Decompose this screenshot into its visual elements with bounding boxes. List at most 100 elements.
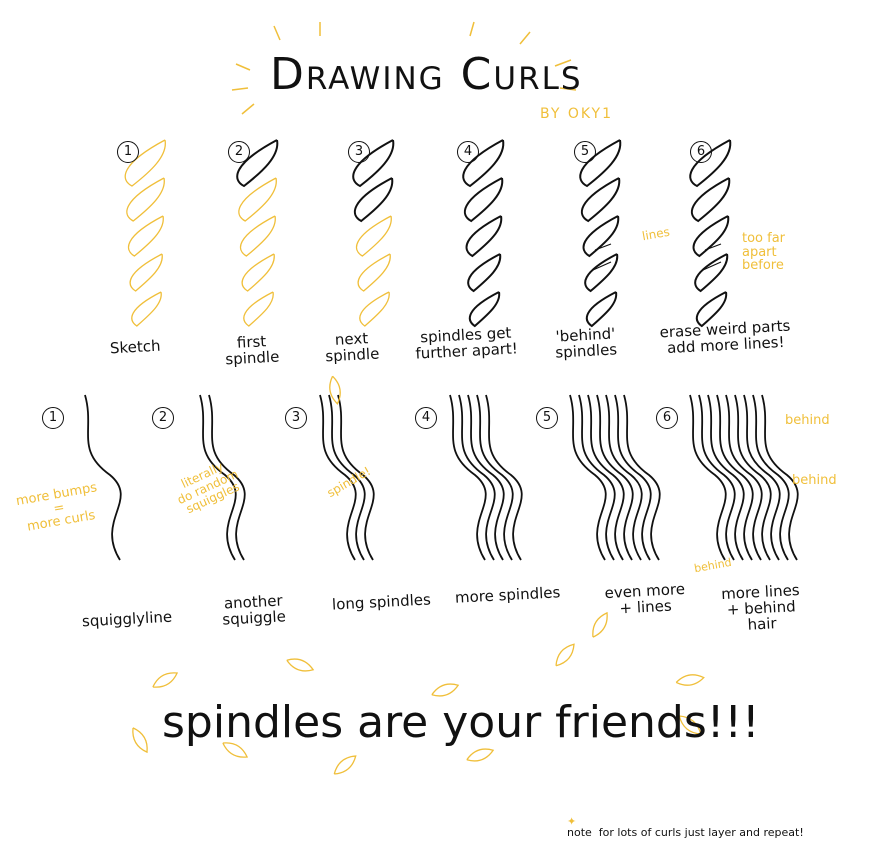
spindle-stroke [690, 177, 731, 223]
step-label: first spindle [224, 332, 280, 369]
spindle-stroke [353, 177, 394, 223]
leaf [132, 727, 148, 754]
title-rays [231, 21, 577, 115]
step-number: 1 [42, 407, 64, 429]
spindle-stroke [357, 253, 391, 292]
hair-stroke [698, 394, 736, 561]
spindle-stroke [580, 177, 621, 223]
step-label: erase weird parts add more lines! [659, 316, 791, 357]
step-number: 6 [690, 141, 712, 163]
step-number: 1 [117, 141, 139, 163]
spindle-stroke [126, 177, 165, 222]
leaf [675, 674, 705, 686]
step-label: another squiggle [221, 591, 287, 629]
hair-stroke [734, 394, 772, 561]
step-label: Sketch [109, 336, 161, 358]
leaf [555, 643, 575, 667]
spindle-stroke [241, 253, 275, 292]
curl-step-1 [124, 139, 166, 327]
step-label: even more + lines [604, 579, 686, 618]
leaf [286, 658, 315, 672]
hatch-lines [702, 243, 722, 271]
leaf-decorations [132, 375, 705, 775]
hair-stroke [467, 394, 505, 561]
row2-curls [84, 394, 799, 561]
hair-step-4 [449, 394, 523, 561]
hair-stroke [587, 394, 625, 561]
spindle-stroke [585, 291, 618, 328]
hair-stroke [199, 394, 237, 561]
hair-stroke [485, 394, 523, 561]
spindle-stroke [467, 253, 502, 293]
spindle-stroke [695, 291, 728, 328]
hair-stroke [319, 394, 357, 561]
page-title: Drawing Curls [270, 49, 583, 100]
author-credit: BY OKY1 [540, 106, 614, 122]
hair-stroke [761, 394, 799, 561]
hair-stroke [716, 394, 754, 561]
hair-stroke [743, 394, 781, 561]
hair-step-3 [319, 394, 375, 561]
spindle-stroke [582, 215, 620, 258]
slogan: spindles are your friends!!! [162, 697, 760, 748]
spindle-stroke [463, 177, 504, 223]
step-label: next spindle [324, 329, 380, 366]
hair-step-5 [569, 394, 661, 561]
curl-step-2 [236, 139, 279, 327]
leaf [329, 375, 341, 405]
hair-step-6 [689, 394, 799, 561]
spindle-stroke [355, 215, 392, 257]
step-number: 3 [285, 407, 307, 429]
spindle-stroke [238, 177, 277, 222]
leaf [678, 715, 702, 735]
curl-step-6 [689, 139, 732, 328]
hair-stroke [569, 394, 607, 561]
spindle-stroke [124, 139, 166, 187]
hair-stroke [476, 394, 514, 561]
step-number: 3 [348, 141, 370, 163]
spindle-stroke [243, 291, 274, 327]
spindle-stroke [127, 215, 164, 257]
hair-stroke [578, 394, 616, 561]
note-behind-2: behind [792, 473, 837, 488]
step-label: 'behind' spindles [554, 324, 618, 362]
star-icon: ✦ [567, 814, 577, 828]
footnote-text: note for lots of curls just layer and re… [567, 826, 804, 840]
step-number: 4 [457, 141, 479, 163]
hair-step-1 [84, 394, 122, 561]
spindle-stroke [129, 253, 163, 292]
leaf [466, 748, 495, 762]
hair-stroke [605, 394, 643, 561]
hair-stroke [458, 394, 496, 561]
leaf [333, 755, 357, 775]
step-number: 2 [228, 141, 250, 163]
footnote: ✦ note for lots of curls just layer and … [553, 804, 804, 841]
spindle-stroke [465, 215, 503, 258]
hair-step-2 [199, 394, 246, 561]
curl-step-3 [352, 139, 395, 327]
step-number: 4 [415, 407, 437, 429]
hair-stroke [337, 394, 375, 561]
spindle-stroke [236, 139, 279, 188]
curl-step-5 [579, 139, 622, 328]
leaf [222, 742, 249, 758]
hair-stroke [208, 394, 246, 561]
hair-stroke [328, 394, 366, 561]
hair-stroke [449, 394, 487, 561]
step-number: 6 [656, 407, 678, 429]
spindle-stroke [584, 253, 619, 293]
leaf [592, 611, 608, 638]
curl-step-4 [462, 139, 505, 328]
spindle-stroke [468, 291, 501, 328]
hatch-lines [592, 243, 612, 271]
step-label: more lines + behind hair [720, 580, 801, 634]
leaf [431, 683, 460, 697]
note-behind-1: behind [785, 413, 830, 428]
step-number: 5 [536, 407, 558, 429]
spindle-stroke [694, 253, 729, 293]
hair-stroke [725, 394, 763, 561]
hair-stroke [614, 394, 652, 561]
spindle-stroke [692, 215, 730, 258]
